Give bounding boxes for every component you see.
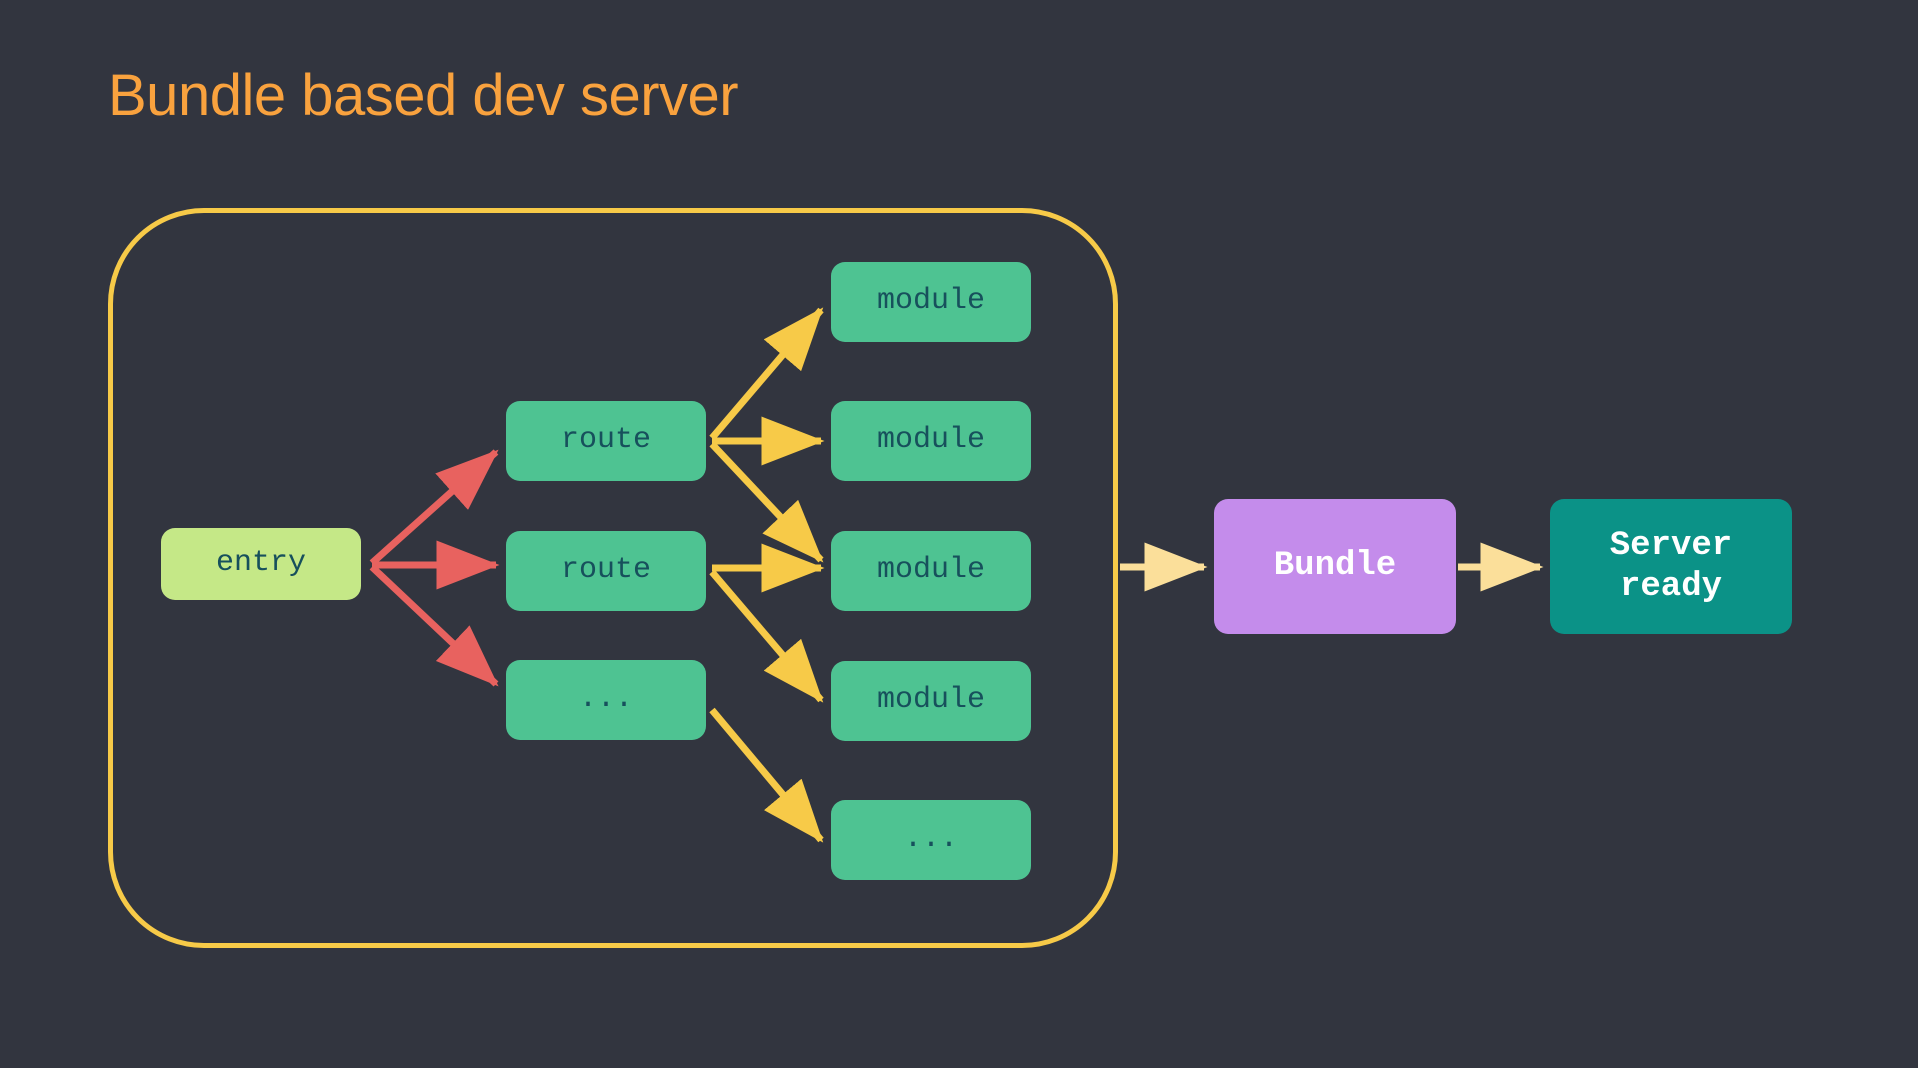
node-route-2-label: route: [560, 553, 651, 588]
node-module-1-label: module: [876, 284, 986, 319]
node-bundle-label: Bundle: [1273, 547, 1397, 586]
node-server-ready[interactable]: Server ready: [1550, 499, 1792, 634]
node-route-1-label: route: [560, 423, 651, 458]
node-server-ready-label: Server ready: [1609, 527, 1733, 606]
node-route-ellipsis[interactable]: ...: [506, 660, 706, 740]
node-module-ellipsis-label: ...: [903, 822, 958, 857]
node-entry[interactable]: entry: [161, 528, 361, 600]
node-module-4[interactable]: module: [831, 661, 1031, 741]
page-title: Bundle based dev server: [108, 63, 739, 128]
node-route-2[interactable]: route: [506, 531, 706, 611]
node-module-3[interactable]: module: [831, 531, 1031, 611]
node-route-1[interactable]: route: [506, 401, 706, 481]
node-module-2-label: module: [876, 423, 986, 458]
node-entry-label: entry: [215, 546, 306, 581]
node-module-ellipsis[interactable]: ...: [831, 800, 1031, 880]
node-bundle[interactable]: Bundle: [1214, 499, 1456, 634]
node-module-3-label: module: [876, 553, 986, 588]
dev-server-group-boundary: [108, 208, 1118, 948]
node-module-1[interactable]: module: [831, 262, 1031, 342]
node-module-4-label: module: [876, 683, 986, 718]
node-module-2[interactable]: module: [831, 401, 1031, 481]
node-route-ellipsis-label: ...: [578, 682, 633, 717]
